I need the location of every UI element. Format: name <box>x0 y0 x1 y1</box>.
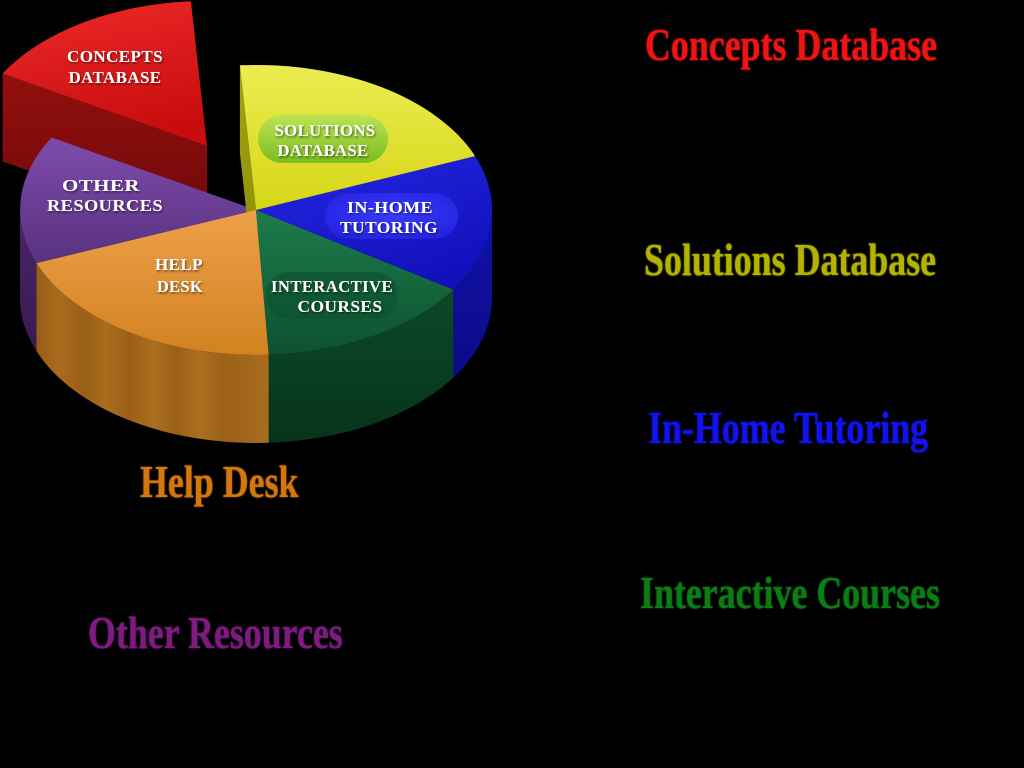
interactive-slice-label-line1: INTERACTIVE <box>271 277 393 296</box>
legend-link-interactive-courses[interactable]: Interactive Courses <box>640 567 940 618</box>
slice-concepts-database[interactable] <box>2 1 207 146</box>
in-home-label-pill <box>325 193 458 239</box>
help-desk-slice-side <box>36 263 269 444</box>
interactive-slice-label-line2: COURSES <box>298 297 383 316</box>
interactive-courses-slice-side <box>268 289 454 443</box>
solutions-slice-label-line1: SOLUTIONS <box>275 121 376 140</box>
slice-other-resources[interactable] <box>20 137 257 264</box>
other-resources-slice-side <box>20 210 37 352</box>
solutions-slice-label-line2: DATABASE <box>278 141 369 160</box>
help-desk-slice-label-line1: HELP <box>155 255 203 274</box>
in-home-slice-label-line1: IN-HOME <box>347 198 433 217</box>
legend-link-in-home-tutoring[interactable]: In-Home Tutoring <box>648 402 929 453</box>
interactive-label-pill <box>266 272 398 319</box>
legend-link-other-resources[interactable]: Other Resources <box>88 607 343 658</box>
legend-link-help-desk[interactable]: Help Desk <box>140 456 299 507</box>
slice-help-desk[interactable] <box>36 210 269 356</box>
other-resources-slice-label-line1: OTHER <box>62 176 140 195</box>
legend-link-solutions-database[interactable]: Solutions Database <box>644 234 937 285</box>
in-home-tutoring-slice-side <box>453 210 493 378</box>
other-resources-slice-label-line2: RESOURCES <box>47 196 163 215</box>
concepts-slice-label-line1: CONCEPTS <box>67 47 163 66</box>
solutions-label-pill <box>258 115 388 163</box>
legend-link-concepts-database[interactable]: Concepts Database <box>645 19 938 70</box>
help-desk-slice-label-line2: DESK <box>157 277 203 296</box>
concepts-slice-label-line2: DATABASE <box>69 68 162 87</box>
in-home-slice-label-line2: TUTORING <box>340 218 438 237</box>
